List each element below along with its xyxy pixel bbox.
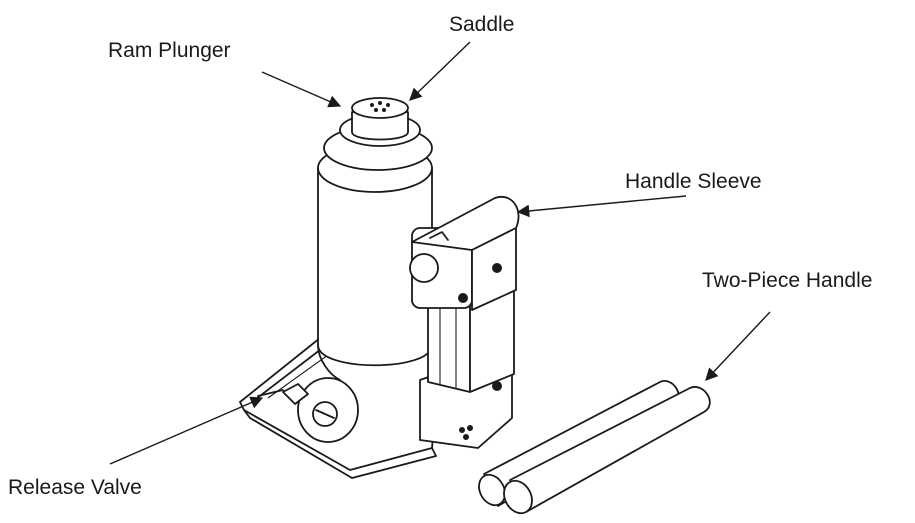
leader-lines — [109, 41, 771, 465]
release-valve-arrow — [109, 396, 264, 465]
two-piece-handle-label: Two-Piece Handle — [702, 269, 873, 292]
two-piece-handle-arrow — [705, 311, 771, 381]
handle-sleeve-label: Handle Sleeve — [625, 170, 762, 193]
two-piece-handle — [478, 380, 711, 515]
pump-assembly — [409, 195, 520, 449]
saddle-arrow — [409, 41, 471, 101]
saddle-label: Saddle — [449, 13, 515, 36]
ram-plunger-label: Ram Plunger — [108, 39, 231, 62]
release-valve-housing — [257, 377, 359, 443]
saddle-top — [370, 101, 390, 112]
release-valve-label: Release Valve — [8, 476, 142, 499]
ram-plunger-arrow — [261, 71, 342, 108]
handle-sleeve-arrow — [516, 195, 687, 218]
cylinder-body — [317, 97, 433, 381]
